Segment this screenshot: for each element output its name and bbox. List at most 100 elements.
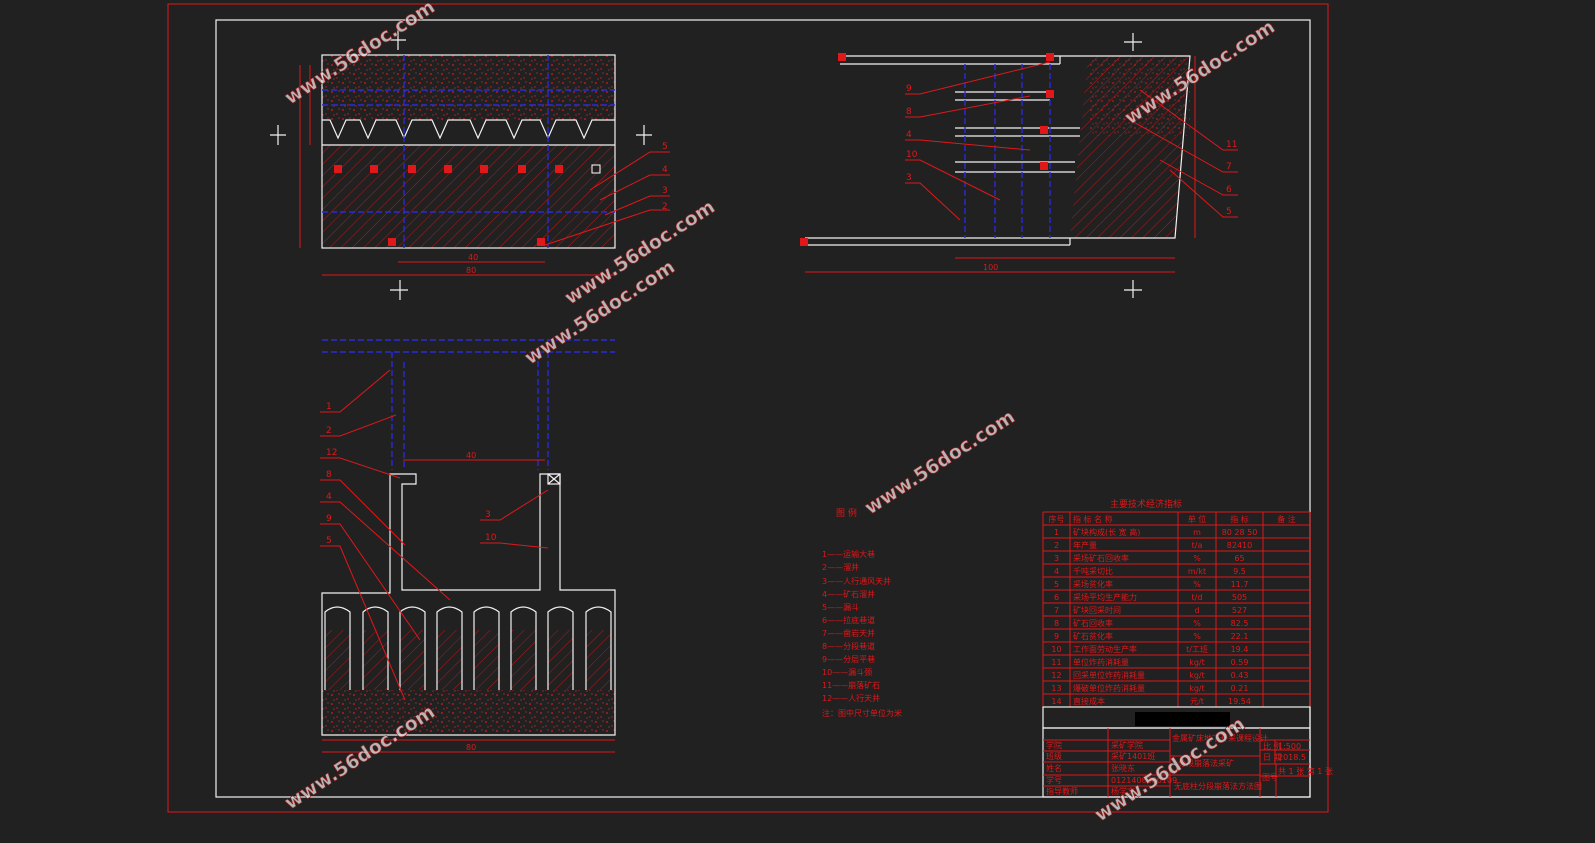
table-cell: 0.59 (1231, 658, 1249, 667)
table-cell: 矿块回采时间 (1073, 605, 1121, 615)
table-cell: d (1194, 606, 1199, 615)
table-cell: 矿石贫化率 (1073, 631, 1113, 641)
student-id: 0121408880109 (1111, 776, 1177, 785)
table-header: 单 位 (1188, 514, 1207, 524)
table-cell: 7 (1054, 606, 1059, 615)
table-cell: 6 (1054, 593, 1059, 602)
table-cell: % (1193, 632, 1201, 641)
dim-inner: 40 (468, 253, 478, 262)
table-cell: 9 (1054, 632, 1059, 641)
table-cell: 采场平均生产能力 (1073, 592, 1137, 602)
label: 9 (906, 84, 912, 94)
table-cell: 8 (1054, 619, 1059, 628)
table-cell: % (1193, 554, 1201, 563)
table-header: 指 标 名 称 (1073, 514, 1113, 524)
table-cell: kg/t (1189, 671, 1205, 680)
date-label: 日 期 (1263, 753, 1282, 762)
label: 3 (906, 173, 912, 183)
table-cell: % (1193, 619, 1201, 628)
table-cell: 年产量 (1073, 540, 1097, 550)
label: 10 (485, 533, 497, 543)
table-cell: 82.5 (1231, 619, 1249, 628)
legend-item: 9——分层平巷 (822, 655, 875, 664)
table-cell: 19.54 (1228, 697, 1251, 706)
table-cell: 元/t (1190, 697, 1204, 706)
scale: 1:500 (1278, 742, 1301, 751)
table-cell: 单位炸药消耗量 (1073, 657, 1129, 667)
legend-item: 1——运输大巷 (822, 549, 875, 559)
table-cell: 11.7 (1231, 580, 1249, 589)
legend-title: 图 例 (836, 507, 857, 519)
legend-item: 8——分段巷道 (822, 641, 875, 651)
watermark: www.56doc.com (861, 406, 1019, 519)
table-cell: 9.5 (1233, 567, 1246, 576)
label: 2 (662, 202, 668, 212)
table-cell: 14 (1051, 697, 1061, 706)
table-cell: 爆破单位炸药消耗量 (1073, 683, 1145, 693)
label: 1 (326, 402, 332, 412)
table-cell: 65 (1234, 554, 1244, 563)
drawing-name: 无底柱分段崩落法方法图 (1174, 781, 1262, 791)
legend-item: 11——崩落矿石 (822, 680, 880, 690)
dim-total: 80 (466, 266, 476, 275)
dim-total: 80 (466, 743, 476, 752)
table-cell: 矿块构成(长 宽 高) (1073, 527, 1140, 537)
advisor: 杨学文 (1111, 786, 1135, 796)
label: 11 (1226, 140, 1237, 150)
legend-note: 注：图中尺寸单位为米 (822, 708, 902, 718)
label: 5 (1226, 207, 1232, 217)
table-cell: kg/t (1189, 684, 1205, 693)
table-cell: 采场矿石回收率 (1073, 553, 1129, 563)
table-cell: 22.1 (1231, 632, 1249, 641)
class-label: 班级 (1046, 751, 1062, 761)
scale-label: 比 例 (1263, 741, 1282, 751)
table-cell: 3 (1054, 554, 1059, 563)
name: 张晓东 (1111, 763, 1135, 773)
label: 4 (662, 165, 668, 175)
table-cell: 11 (1051, 658, 1061, 667)
label: 10 (906, 150, 918, 160)
table-cell: 4 (1054, 567, 1059, 576)
class: 采矿1401班 (1111, 751, 1155, 761)
id-label: 学号 (1046, 775, 1062, 785)
legend-item: 7——凿岩天井 (822, 628, 875, 638)
view-section-bottom: 80 40 1 2 12 8 4 9 5 3 10 (320, 339, 616, 753)
legend-item: 12——人行天井 (822, 693, 880, 703)
table-cell: 527 (1232, 606, 1247, 615)
legend-item: 10——漏斗颈 (822, 667, 872, 677)
school: 采矿学院 (1111, 740, 1143, 750)
legend-item: 3——人行通风天井 (822, 576, 891, 586)
sheet-count: 共 1 张 第 1 张 (1278, 766, 1333, 776)
name-label: 姓名 (1046, 763, 1062, 773)
legend-item: 4——矿石溜井 (822, 589, 875, 599)
advisor-label: 指导教师 (1046, 786, 1078, 796)
table-cell: 13 (1051, 684, 1061, 693)
table-cell: 采场贫化率 (1073, 579, 1113, 589)
view-plan-top-left: 80 40 5 4 3 2 (270, 30, 670, 300)
table-cell: 直接成本 (1073, 696, 1105, 706)
label: 2 (326, 426, 332, 436)
label: 4 (906, 130, 912, 140)
label: 12 (326, 448, 337, 458)
label: 8 (326, 470, 332, 480)
title-block: 学院 采矿学院 班级 采矿1401班 姓名 张晓东 学号 01214088801… (1042, 706, 1333, 798)
table-cell: 5 (1054, 580, 1059, 589)
table-header: 备 注 (1277, 514, 1296, 524)
label: 5 (662, 142, 668, 152)
table-cell: 19.4 (1231, 645, 1249, 654)
label: 4 (326, 492, 332, 502)
label: 3 (485, 510, 491, 520)
legend-item: 2——溜井 (822, 562, 859, 572)
table-cell: 0.43 (1231, 671, 1249, 680)
school-label: 学院 (1046, 740, 1062, 750)
table-cell: 505 (1232, 593, 1247, 602)
table-cell: 工作面劳动生产率 (1073, 644, 1137, 654)
table-cell: 0.21 (1231, 684, 1249, 693)
dim-top: 40 (466, 451, 476, 460)
project-name: 金属矿床地下开采课程设计 (1172, 733, 1268, 743)
table-header: 指 标 (1230, 514, 1249, 524)
table-cell: 1 (1054, 528, 1059, 537)
legend-item: 5——漏斗 (822, 602, 859, 612)
